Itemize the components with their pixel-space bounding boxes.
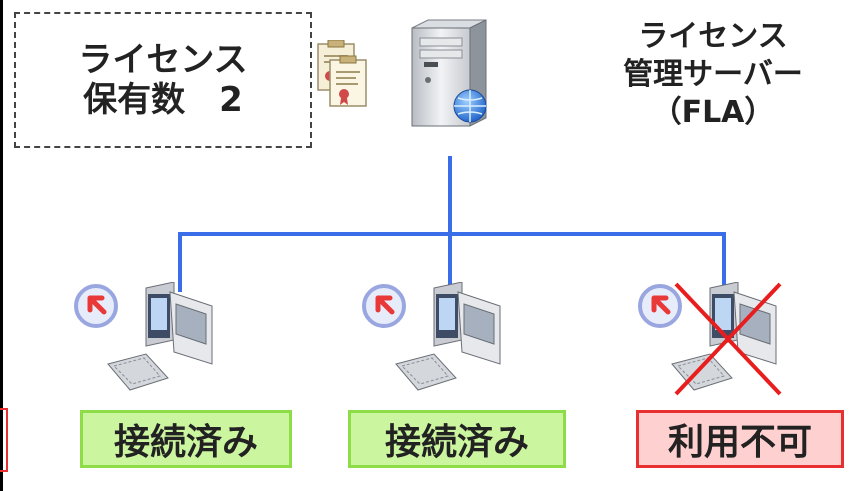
server-label-line1: ライセンス xyxy=(638,19,788,54)
client-1-status-label: 接続済み xyxy=(113,422,258,463)
license-count-box: ライセンス 保有数 2 xyxy=(14,12,312,148)
server-icon xyxy=(411,19,487,127)
license-certificates-icon xyxy=(317,40,367,107)
server-label-line2: 管理サーバー xyxy=(623,57,803,92)
computer-icon xyxy=(362,281,501,391)
license-box-line1: ライセンス xyxy=(78,40,248,80)
server-label-line3: （FLA） xyxy=(651,95,775,130)
unavailable-cross-icon xyxy=(674,282,782,396)
computer-icon xyxy=(74,281,213,391)
left-edge-red-fragment xyxy=(0,408,8,472)
client-3-status-label: 利用不可 xyxy=(667,422,812,463)
client-1-status: 接続済み xyxy=(80,410,292,468)
client-2-status: 接続済み xyxy=(348,410,566,468)
client-computer-2 xyxy=(360,281,510,394)
client-3-status: 利用不可 xyxy=(636,410,844,468)
left-border-line xyxy=(0,0,3,491)
computer-icon xyxy=(638,281,777,391)
client-2-status-label: 接続済み xyxy=(384,422,529,463)
client-computer-3 xyxy=(636,281,786,394)
client-computer-1 xyxy=(72,281,222,394)
license-box-line2: 保有数 2 xyxy=(83,80,243,120)
license-server-label: ライセンス 管理サーバー （FLA） xyxy=(588,18,838,132)
